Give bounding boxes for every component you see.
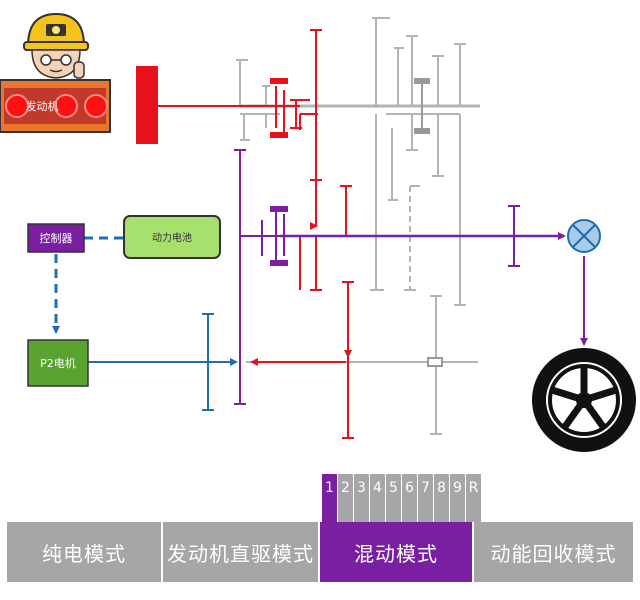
tab-hybrid[interactable]: 混动模式	[320, 522, 474, 582]
gear-9[interactable]: 9	[450, 474, 465, 522]
controller-label: 控制器	[40, 231, 73, 245]
motor-label: P2电机	[40, 356, 76, 370]
wheel-icon	[532, 348, 636, 452]
engine-power-path	[158, 29, 354, 439]
engine-label: 发动机	[26, 99, 59, 113]
gear-3[interactable]: 3	[354, 474, 369, 522]
gear-r[interactable]: R	[466, 474, 481, 522]
engine-flywheel	[136, 66, 158, 144]
battery-label: 动力电池	[152, 231, 192, 244]
tab-engine-direct[interactable]: 发动机直驱模式	[163, 522, 320, 582]
control-signal-lines	[52, 236, 124, 334]
gear-5[interactable]: 5	[386, 474, 401, 522]
engine-block: 发动机	[0, 79, 111, 133]
gear-8[interactable]: 8	[434, 474, 449, 522]
tab-pure-electric[interactable]: 纯电模式	[7, 522, 163, 582]
active-synchronizer-purple	[270, 206, 288, 266]
inactive-gearset	[236, 17, 480, 435]
gear-4[interactable]: 4	[370, 474, 385, 522]
motor-box[interactable]: P2电机	[27, 339, 89, 387]
battery-box[interactable]: 动力电池	[123, 215, 221, 259]
gear-6[interactable]: 6	[402, 474, 417, 522]
motor-power-path	[88, 313, 238, 411]
inactive-synchronizers	[414, 78, 443, 367]
gear-2[interactable]: 2	[338, 474, 353, 522]
tab-regen[interactable]: 动能回收模式	[474, 522, 633, 582]
gear-1[interactable]: 1	[322, 474, 337, 522]
active-synchronizer-red	[270, 78, 288, 138]
battery-drive-path	[234, 149, 588, 405]
gear-7[interactable]: 7	[418, 474, 433, 522]
engineer-mascot-icon	[23, 12, 89, 79]
differential-icon	[567, 219, 601, 253]
controller-box[interactable]: 控制器	[27, 223, 85, 253]
mode-tabs: 纯电模式 发动机直驱模式 混动模式 动能回收模式	[7, 522, 633, 582]
